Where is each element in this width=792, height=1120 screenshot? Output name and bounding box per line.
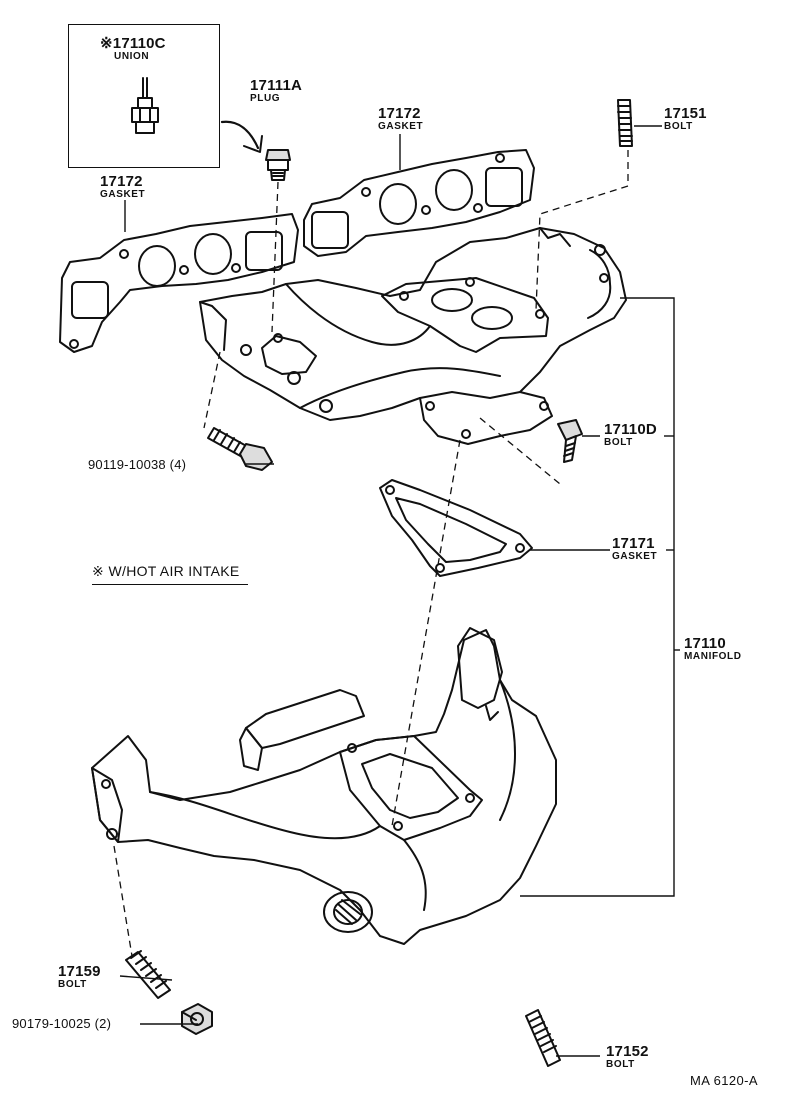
note-hot-air-intake: ※ W/HOT AIR INTAKE xyxy=(92,564,248,585)
alignment-dashed-lines xyxy=(113,150,629,957)
lower-manifold-part xyxy=(91,627,557,945)
leader-lines xyxy=(119,125,680,1057)
asterisk-marker: ※ xyxy=(92,563,105,579)
stud-bolt-17152-part xyxy=(525,1009,561,1067)
part-number: 17171 xyxy=(612,535,655,552)
part-name: GASKET xyxy=(612,551,658,562)
label-bolt-17152[interactable]: 17152 BOLT xyxy=(606,1044,649,1070)
part-number: 17151 xyxy=(664,105,707,122)
label-gasket-top[interactable]: 17172 GASKET xyxy=(378,106,423,132)
label-manifold[interactable]: 17110 MANIFOLD xyxy=(684,636,742,662)
part-name: PLUG xyxy=(250,93,281,104)
asterisk-marker: ※ xyxy=(100,35,113,52)
drawing-reference: MA 6120-A xyxy=(690,1073,758,1088)
label-bolt-17159[interactable]: 17159 BOLT xyxy=(58,964,101,990)
part-number: 17110 xyxy=(684,635,726,652)
part-name: GASKET xyxy=(378,121,424,132)
label-union[interactable]: ※17110C UNION xyxy=(100,36,166,62)
part-number: 17111A xyxy=(250,77,303,94)
part-number: 90119-10038 (4) xyxy=(88,457,187,472)
stud-bolt-17159-part xyxy=(125,950,171,999)
part-name: UNION xyxy=(114,51,150,62)
gasket-17171-part xyxy=(379,479,533,577)
part-number: 17110C xyxy=(112,35,166,52)
upper-manifold-part xyxy=(199,227,627,445)
part-name: MANIFOLD xyxy=(684,651,742,662)
gasket-left-part xyxy=(59,213,299,353)
union-part-icon xyxy=(131,77,159,134)
part-name: BOLT xyxy=(604,437,633,448)
label-nut-90179[interactable]: 90179-10025 (2) xyxy=(12,1017,111,1030)
union-inset-box xyxy=(68,24,220,168)
label-plug[interactable]: 17111A PLUG xyxy=(250,78,302,104)
part-name: GASKET xyxy=(100,189,146,200)
part-number: 17172 xyxy=(100,173,143,190)
part-number: 17159 xyxy=(58,963,101,980)
label-bolt-17151[interactable]: 17151 BOLT xyxy=(664,106,707,132)
label-bolt-90119[interactable]: 90119-10038 (4) xyxy=(88,458,186,471)
part-number: 17152 xyxy=(606,1043,649,1060)
stud-bolt-17151-part xyxy=(617,99,633,147)
part-name: BOLT xyxy=(664,121,693,132)
gasket-top-part xyxy=(303,149,535,257)
part-number: 17172 xyxy=(378,105,421,122)
curved-arrow-icon xyxy=(220,120,260,150)
nut-90179-part xyxy=(181,1003,213,1035)
plug-part-icon xyxy=(265,149,291,181)
label-gasket-17171[interactable]: 17171 GASKET xyxy=(612,536,657,562)
part-name: BOLT xyxy=(606,1059,635,1070)
label-bolt-17110d[interactable]: 17110D BOLT xyxy=(604,422,657,448)
bolt-17110d-part xyxy=(557,419,583,463)
part-number: 90179-10025 (2) xyxy=(12,1016,112,1031)
label-gasket-left[interactable]: 17172 GASKET xyxy=(100,174,145,200)
part-name: BOLT xyxy=(58,979,87,990)
note-text: W/HOT AIR INTAKE xyxy=(108,563,240,579)
part-number: 17110D xyxy=(604,421,657,438)
